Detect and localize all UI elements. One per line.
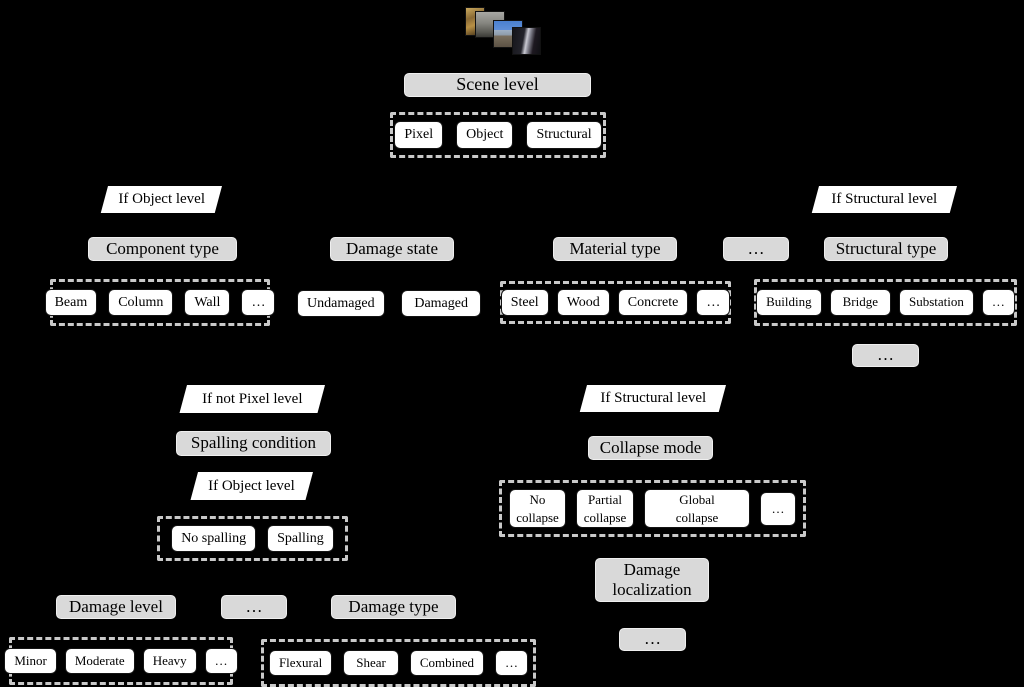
- structural-options-group: Building Bridge Substation …: [754, 279, 1017, 326]
- condition-if-not-pixel-level: If not Pixel level: [179, 385, 325, 413]
- option-global-collapse: Global collapse: [644, 489, 750, 528]
- option-damage-level-more: …: [204, 647, 238, 675]
- option-substation: Substation: [899, 289, 974, 316]
- collapse-options-group: No collapse Partial collapse Global coll…: [499, 480, 806, 537]
- scene-photo-stack: [460, 4, 550, 58]
- spalling-condition-box: Spalling condition: [176, 431, 331, 456]
- option-wall: Wall: [184, 288, 231, 317]
- option-partial-collapse: Partial collapse: [576, 489, 634, 528]
- option-column: Column: [108, 288, 174, 317]
- component-type-box: Component type: [88, 237, 237, 261]
- scene-level-box: Scene level: [404, 73, 591, 97]
- option-moderate: Moderate: [64, 647, 135, 675]
- option-shear: Shear: [343, 649, 399, 677]
- option-concrete: Concrete: [617, 288, 689, 317]
- more-object-tasks-box: …: [723, 237, 789, 261]
- option-wood: Wood: [556, 288, 610, 317]
- option-building: Building: [756, 289, 822, 316]
- material-options-group: Steel Wood Concrete …: [500, 281, 731, 324]
- option-no-collapse: No collapse: [509, 489, 566, 528]
- condition-if-structural-level-2: If Structural level: [579, 385, 726, 412]
- component-options-group: Beam Column Wall …: [44, 279, 276, 326]
- collapsed-structure-photo: [512, 27, 541, 55]
- option-collapse-more: …: [760, 491, 796, 526]
- damage-type-options-group: Flexural Shear Combined …: [261, 639, 536, 687]
- option-steel: Steel: [500, 288, 549, 317]
- option-minor: Minor: [4, 647, 57, 675]
- option-pixel: Pixel: [394, 121, 444, 149]
- damage-level-options-group: Minor Moderate Heavy …: [4, 637, 238, 685]
- option-bridge: Bridge: [829, 289, 891, 316]
- damage-type-box: Damage type: [331, 595, 456, 619]
- collapse-mode-box: Collapse mode: [588, 436, 713, 460]
- condition-if-object-level: If Object level: [100, 186, 222, 213]
- damage-state-box: Damage state: [330, 237, 454, 261]
- condition-if-structural-level: If Structural level: [811, 186, 957, 213]
- damage-level-box: Damage level: [56, 595, 176, 619]
- option-spalling: Spalling: [267, 524, 334, 553]
- option-beam: Beam: [44, 288, 98, 317]
- option-damage-type-more: …: [495, 649, 529, 677]
- structural-more-box: …: [852, 344, 919, 367]
- option-heavy: Heavy: [142, 647, 197, 675]
- option-object: Object: [456, 121, 514, 149]
- option-structural: Structural: [526, 121, 602, 149]
- option-structural-more: …: [981, 289, 1015, 316]
- option-no-spalling: No spalling: [171, 524, 257, 553]
- damage-localization-box: Damage localization: [595, 558, 709, 602]
- material-type-box: Material type: [553, 237, 677, 261]
- option-flexural: Flexural: [268, 649, 333, 677]
- option-undamaged: Undamaged: [297, 289, 385, 318]
- scene-options-group: Pixel Object Structural: [390, 112, 606, 158]
- condition-if-object-level-2: If Object level: [190, 472, 313, 500]
- option-component-more: …: [241, 288, 276, 317]
- damage-localization-more-box: …: [619, 628, 686, 651]
- option-material-more: …: [696, 288, 731, 317]
- damage-state-options-group: Undamaged Damaged: [297, 289, 481, 318]
- spalling-options-group: No spalling Spalling: [157, 516, 348, 561]
- more-damage-tasks-box: …: [221, 595, 287, 619]
- option-combined: Combined: [409, 649, 485, 677]
- option-damaged: Damaged: [401, 289, 481, 318]
- structural-type-box: Structural type: [824, 237, 948, 261]
